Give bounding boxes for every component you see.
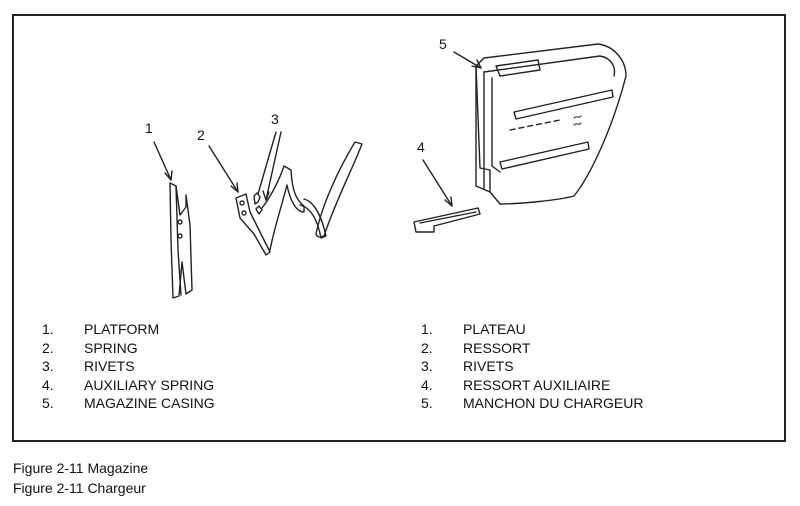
legend-row: 4.RESSORT AUXILIAIRE bbox=[421, 376, 611, 393]
auxiliary-spring-part bbox=[413, 207, 481, 233]
callout-4: 4 bbox=[417, 139, 425, 155]
magazine-casing-part bbox=[475, 43, 627, 205]
legend-row: 3.RIVETS bbox=[42, 358, 135, 374]
callout-leaders bbox=[153, 51, 482, 207]
legend-row: 4.AUXILIARY SPRING bbox=[42, 376, 215, 393]
legend-row: 1.PLATEAU bbox=[421, 321, 526, 337]
callout-5: 5 bbox=[439, 36, 447, 52]
legend-row: 3.RIVETS bbox=[421, 358, 514, 374]
legend-english: 1.PLATFORM 2.SPRING 3.RIVETS 4.AUXILIARY… bbox=[42, 320, 215, 413]
legend-french: 1.PLATEAU 2.RESSORT 3.RIVETS 4.RESSORT A… bbox=[421, 320, 643, 413]
legend-row: 2.SPRING bbox=[42, 339, 138, 356]
figure-frame bbox=[12, 14, 786, 442]
callout-1: 1 bbox=[145, 120, 153, 136]
spring-part bbox=[235, 165, 327, 256]
legend-row: 5.MANCHON DU CHARGEUR bbox=[421, 395, 644, 411]
callout-3: 3 bbox=[271, 111, 279, 127]
spring-strip bbox=[315, 141, 363, 238]
legend-row: 5.MAGAZINE CASING bbox=[42, 395, 215, 411]
legend-row: 1.PLATFORM bbox=[42, 321, 160, 337]
legend-row: 2.RESSORT bbox=[421, 339, 531, 356]
platform-part bbox=[169, 182, 193, 299]
figure-caption-english: Figure 2-11 Magazine bbox=[13, 460, 149, 476]
callout-2: 2 bbox=[197, 127, 205, 143]
figure-caption-french: Figure 2-11 Chargeur bbox=[13, 480, 146, 496]
